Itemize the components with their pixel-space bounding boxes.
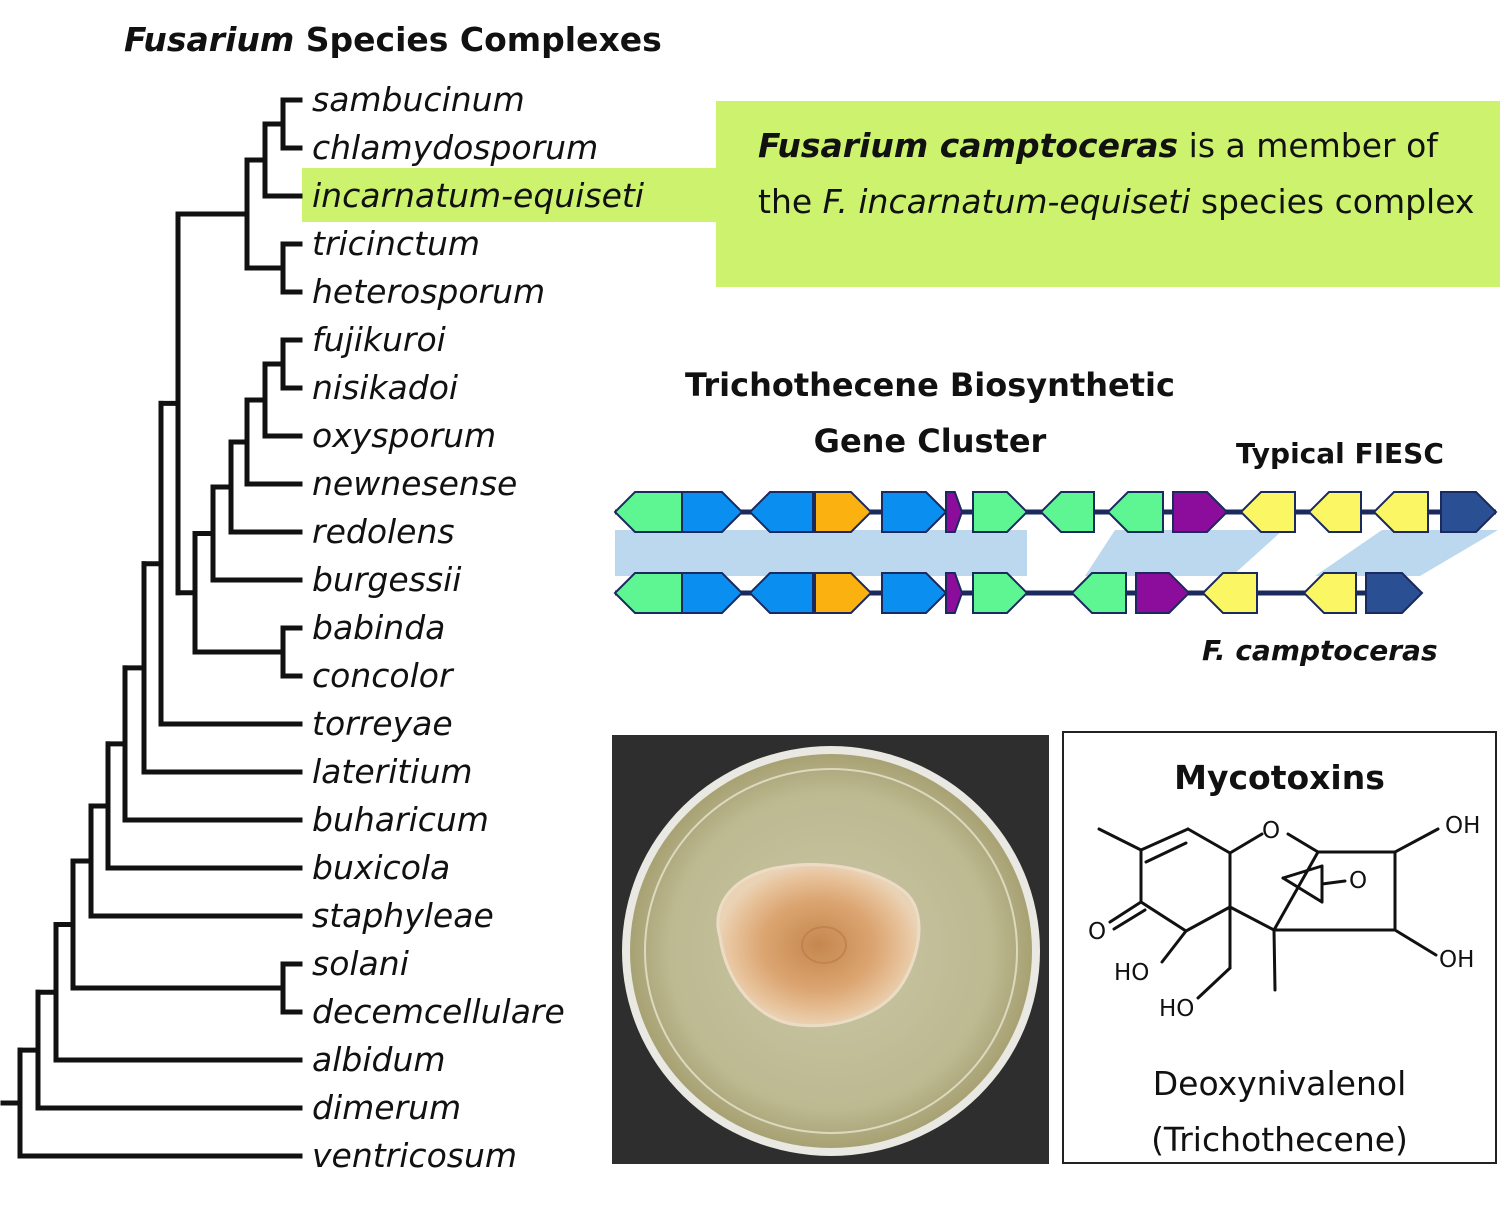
atom-o-epoxide: O <box>1349 868 1368 894</box>
gene-arrow <box>1070 572 1127 614</box>
taxon-label: oxysporum <box>312 416 497 455</box>
label-f-camptoceras: F. camptoceras <box>1202 634 1438 667</box>
homology-band <box>1315 530 1498 576</box>
callout-text-2: species complex <box>1190 182 1475 221</box>
gene-arrow <box>1365 572 1424 614</box>
gene-arrow <box>1135 572 1191 614</box>
taxon-label: babinda <box>312 608 446 647</box>
taxon-label: newnesense <box>312 464 518 503</box>
taxon-label: tricinctum <box>312 224 481 263</box>
mycotoxin-title: Mycotoxins <box>1174 758 1385 797</box>
compound-name: Deoxynivalenol (Trichothecene) <box>1062 1056 1497 1168</box>
gene-arrow <box>748 572 814 614</box>
taxon-label: dimerum <box>312 1088 462 1127</box>
callout-box <box>716 101 1500 287</box>
homology-band <box>1085 530 1283 576</box>
label-typical-fiesc: Typical FIESC <box>1236 437 1444 470</box>
gene-arrow <box>881 491 948 533</box>
taxon-label: incarnatum-equiseti <box>312 176 644 215</box>
gene-arrow <box>1239 491 1296 533</box>
taxon-label: buxicola <box>312 848 451 887</box>
taxon-label: solani <box>312 944 409 983</box>
atom-o-ketone: O <box>1088 919 1107 945</box>
gene-arrow <box>1201 572 1258 614</box>
taxon-label: buharicum <box>312 800 489 839</box>
gene-arrow <box>814 491 873 533</box>
gene-arrow <box>1106 491 1164 533</box>
callout-species-name: Fusarium camptoceras <box>758 126 1179 165</box>
atom-o-ring: O <box>1262 818 1281 844</box>
tree-title: Fusarium Species Complexes <box>124 20 662 59</box>
gene-arrow <box>881 572 948 614</box>
taxon-label: ventricosum <box>312 1136 518 1175</box>
taxon-label: heterosporum <box>312 272 546 311</box>
cluster-title-line1: Trichothecene Biosynthetic <box>685 366 1175 404</box>
atom-ho-2: HO <box>1159 996 1195 1022</box>
petri-dish-illustration <box>612 735 1049 1164</box>
gene-arrow <box>1172 491 1229 533</box>
gene-arrow <box>1307 491 1362 533</box>
taxon-label: staphyleae <box>312 896 494 935</box>
taxon-label: redolens <box>312 512 455 551</box>
callout-complex-name: F. incarnatum-equiseti <box>822 182 1191 221</box>
taxon-label: torreyae <box>312 704 453 743</box>
gene-arrow <box>748 491 814 533</box>
homology-band <box>615 530 1027 576</box>
taxon-label: albidum <box>312 1040 446 1079</box>
gene-arrow <box>681 572 744 614</box>
gene-arrow <box>972 491 1029 533</box>
gene-arrow <box>1302 572 1357 614</box>
gene-arrow <box>945 572 964 614</box>
gene-arrow <box>972 572 1029 614</box>
gene-arrow <box>1440 491 1498 533</box>
taxon-label: concolor <box>312 656 453 695</box>
tree-title-rest: Species Complexes <box>294 20 662 59</box>
petri-dish-photo <box>612 735 1049 1164</box>
callout-text: Fusarium camptoceras is a member of the … <box>758 118 1478 230</box>
gene-arrow <box>814 572 873 614</box>
taxon-label: burgessii <box>312 560 462 599</box>
gene-arrow <box>1372 491 1429 533</box>
atom-oh-right: OH <box>1439 947 1475 973</box>
gene-arrow <box>945 491 964 533</box>
taxon-label: chlamydosporum <box>312 128 599 167</box>
taxon-highlight <box>302 168 716 222</box>
cluster-title-line2: Gene Cluster <box>813 422 1047 460</box>
compound-name-line1: Deoxynivalenol <box>1152 1064 1407 1103</box>
taxon-label: decemcellulare <box>312 992 565 1031</box>
atom-oh-top: OH <box>1445 813 1481 839</box>
gene-arrow <box>1039 491 1095 533</box>
taxon-label: lateritium <box>312 752 473 791</box>
tree-title-genus: Fusarium <box>124 20 295 59</box>
taxon-label: nisikadoi <box>312 368 459 407</box>
callout-text-1: is a member of the <box>758 126 1438 221</box>
taxon-label: fujikuroi <box>312 320 446 359</box>
taxon-label: sambucinum <box>312 80 525 119</box>
compound-class-line2: (Trichothecene) <box>1151 1120 1408 1159</box>
gene-arrow <box>681 491 744 533</box>
atom-ho-1: HO <box>1114 960 1150 986</box>
